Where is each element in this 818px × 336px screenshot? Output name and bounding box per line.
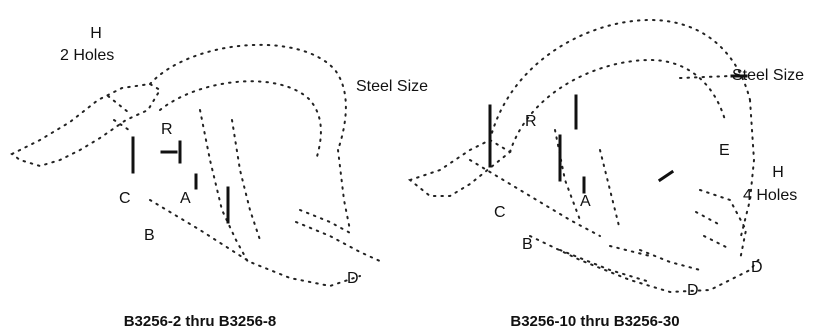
label-b: B	[522, 236, 533, 253]
label-r: R	[525, 113, 537, 130]
caption-large-range: B3256-10 thru B3256-30	[510, 313, 680, 330]
label-a: A	[180, 190, 191, 207]
label-a: A	[580, 193, 591, 210]
label-h: H	[772, 164, 784, 181]
label-r: R	[161, 121, 173, 138]
label-d-bottom: D	[687, 282, 699, 299]
bracket-diagram-small: H 2 Holes Steel Size R A C B D B3256-2 t…	[10, 25, 428, 330]
label-holes-count: 4 Holes	[743, 187, 798, 204]
label-d: D	[347, 270, 359, 287]
label-holes-count: 2 Holes	[60, 47, 115, 64]
label-b: B	[144, 227, 155, 244]
label-steel-size: Steel Size	[356, 78, 429, 95]
bracket-drawing-large	[407, 18, 761, 294]
label-steel-size: Steel Size	[732, 67, 805, 84]
label-c: C	[494, 204, 506, 221]
label-d-right: D	[751, 259, 763, 276]
label-e: E	[719, 142, 730, 159]
label-h: H	[90, 25, 102, 42]
caption-small-range: B3256-2 thru B3256-8	[123, 313, 277, 330]
bracket-drawing-small	[10, 43, 383, 288]
label-c: C	[119, 190, 131, 207]
bracket-diagram-large: Steel Size R E H 4 Holes C A B D D B3256…	[407, 0, 818, 336]
